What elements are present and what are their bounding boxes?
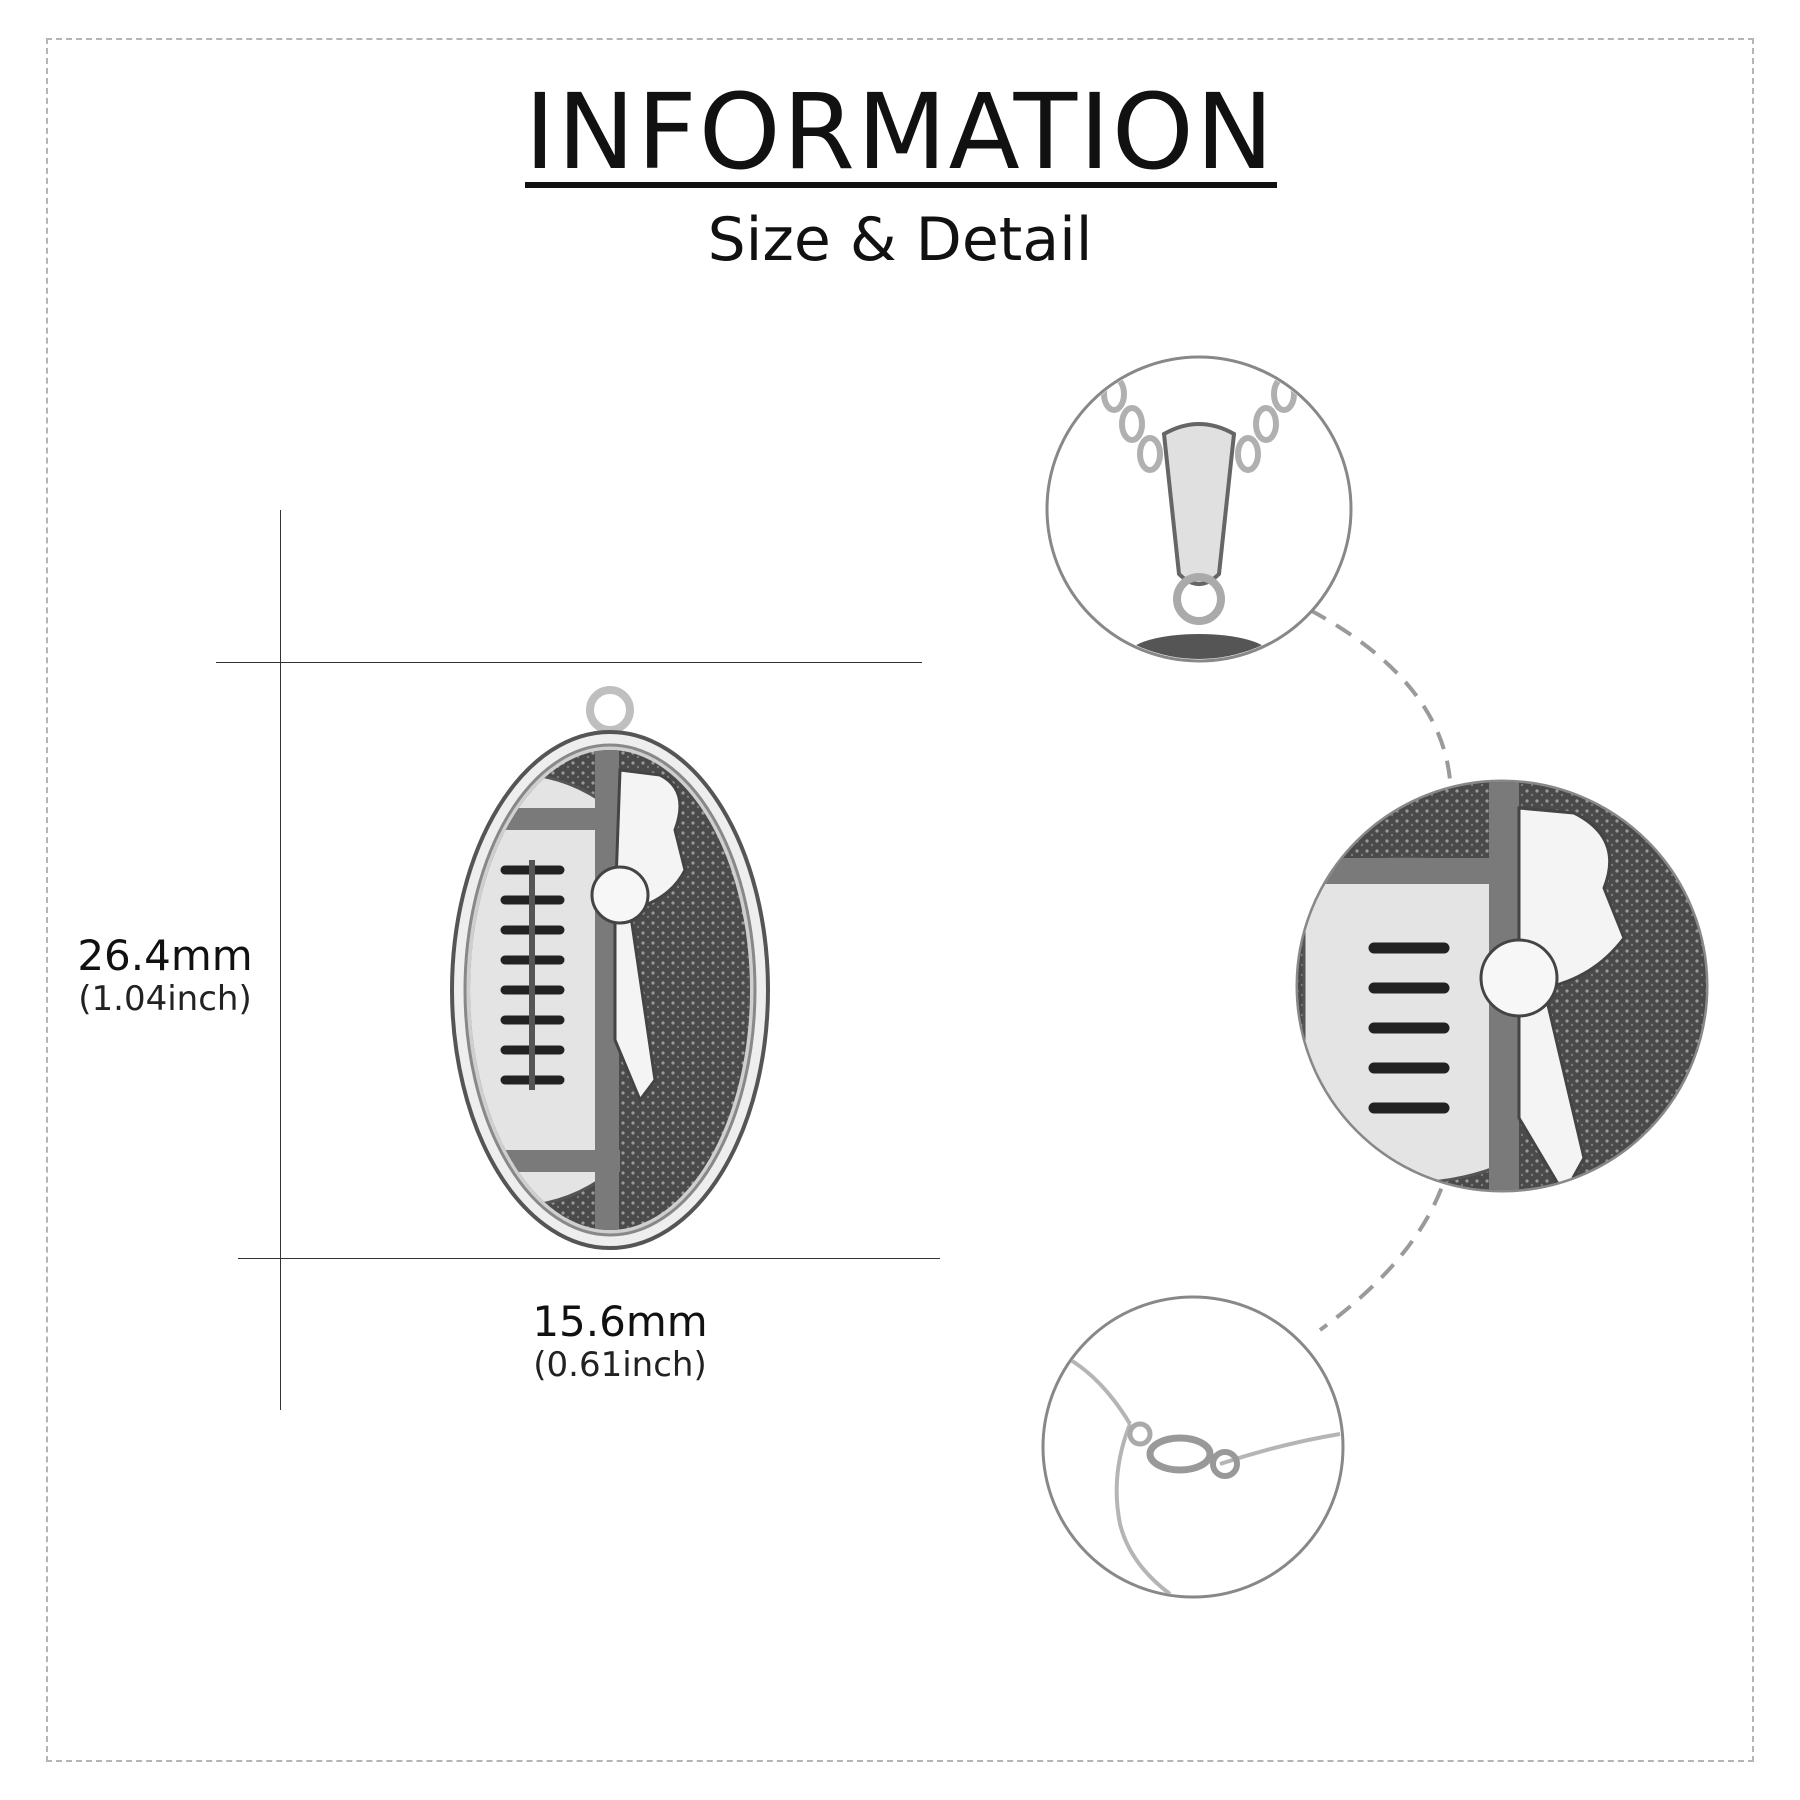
width-inch: (0.61inch) [533,1345,707,1386]
pendant-face-closeup-circle [1295,779,1709,1193]
title-underline [525,182,1277,188]
top-dimension-line [216,662,922,663]
clasp-closeup-circle [1041,1295,1345,1599]
vertical-dimension-line [280,510,281,1410]
width-mm: 15.6mm [532,1297,708,1346]
football-pendant-image [450,686,770,1250]
dashed-frame [46,38,1754,1762]
page-subtitle: Size & Detail [707,205,1093,275]
width-dimension: 15.6mm (0.61inch) [500,1297,740,1386]
height-inch: (1.04inch) [78,979,252,1020]
height-mm: 26.4mm [77,931,253,980]
page-title: INFORMATION [524,71,1276,193]
height-dimension: 26.4mm (1.04inch) [50,931,280,1020]
bail-closeup-circle [1045,355,1353,663]
detail-connector-line [1309,608,1452,1332]
bottom-dimension-line [238,1258,940,1259]
